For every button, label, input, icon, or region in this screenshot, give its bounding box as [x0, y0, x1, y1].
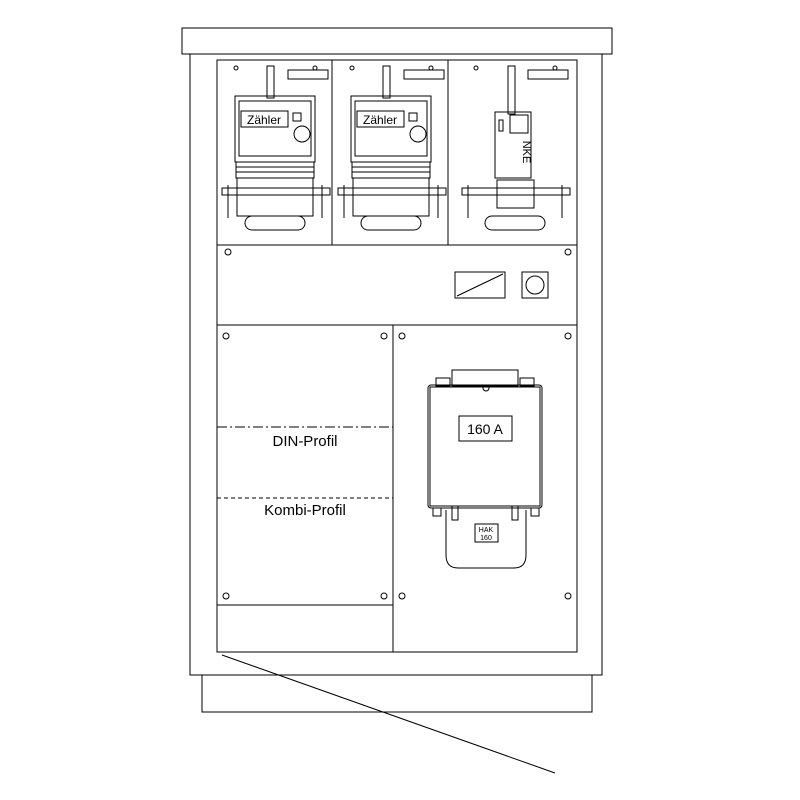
meter-1 — [221, 65, 331, 231]
meter-1-label: Zähler — [247, 113, 281, 127]
cabinet-roof — [181, 27, 613, 55]
push-button — [521, 271, 549, 299]
door-swing-line — [221, 654, 556, 774]
cabinet-base — [201, 674, 593, 713]
hak-tag-line1: HAK — [479, 527, 494, 534]
meter-2 — [337, 65, 447, 231]
inner-panel — [216, 59, 578, 653]
hak-tag-line2: 160 — [480, 535, 492, 542]
nke-label: NKE — [520, 141, 532, 164]
hak-fuse-box — [427, 369, 543, 569]
din-profile-label: DIN-Profil — [272, 433, 337, 450]
hak-rating-label: 160 A — [467, 421, 503, 437]
meter-2-label: Zähler — [363, 113, 397, 127]
nke-module — [461, 65, 571, 231]
cabinet-body — [189, 53, 603, 676]
kombi-profile-label: Kombi-Profil — [264, 502, 346, 519]
main-switch — [454, 271, 506, 299]
